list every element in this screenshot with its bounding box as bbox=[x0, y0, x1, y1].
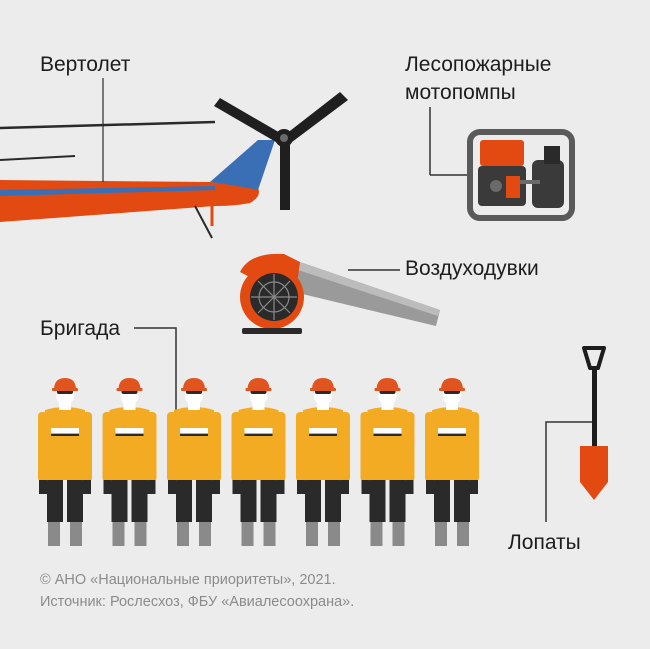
blower-illustration bbox=[240, 253, 440, 334]
fire-pumps-label-line2: мотопомпы bbox=[405, 81, 516, 104]
firefighter bbox=[102, 378, 157, 546]
fire-pump-illustration bbox=[429, 107, 575, 221]
fire-pumps-label-line1: Лесопожарные bbox=[405, 53, 552, 76]
firefighter bbox=[360, 378, 415, 546]
blowers-label: Воздуходувки bbox=[405, 257, 539, 280]
crew-leader-line bbox=[134, 327, 177, 412]
firefighter bbox=[231, 378, 286, 546]
helicopter-illustration bbox=[0, 78, 348, 239]
firefighter bbox=[425, 378, 479, 546]
helicopter-label: Вертолет bbox=[40, 53, 131, 76]
shovel-illustration bbox=[545, 346, 608, 522]
crew-label: Бригада bbox=[40, 317, 121, 340]
firefighter bbox=[296, 378, 350, 546]
fire-crew bbox=[38, 378, 479, 546]
firefighter bbox=[167, 378, 221, 546]
source-note: Источник: Рослесхоз, ФБУ «Авиалесоохрана… bbox=[40, 594, 355, 610]
firefighter bbox=[38, 378, 92, 546]
shovels-label: Лопаты bbox=[508, 531, 581, 554]
copyright-note: © АНО «Национальные приоритеты», 2021. bbox=[40, 572, 336, 588]
